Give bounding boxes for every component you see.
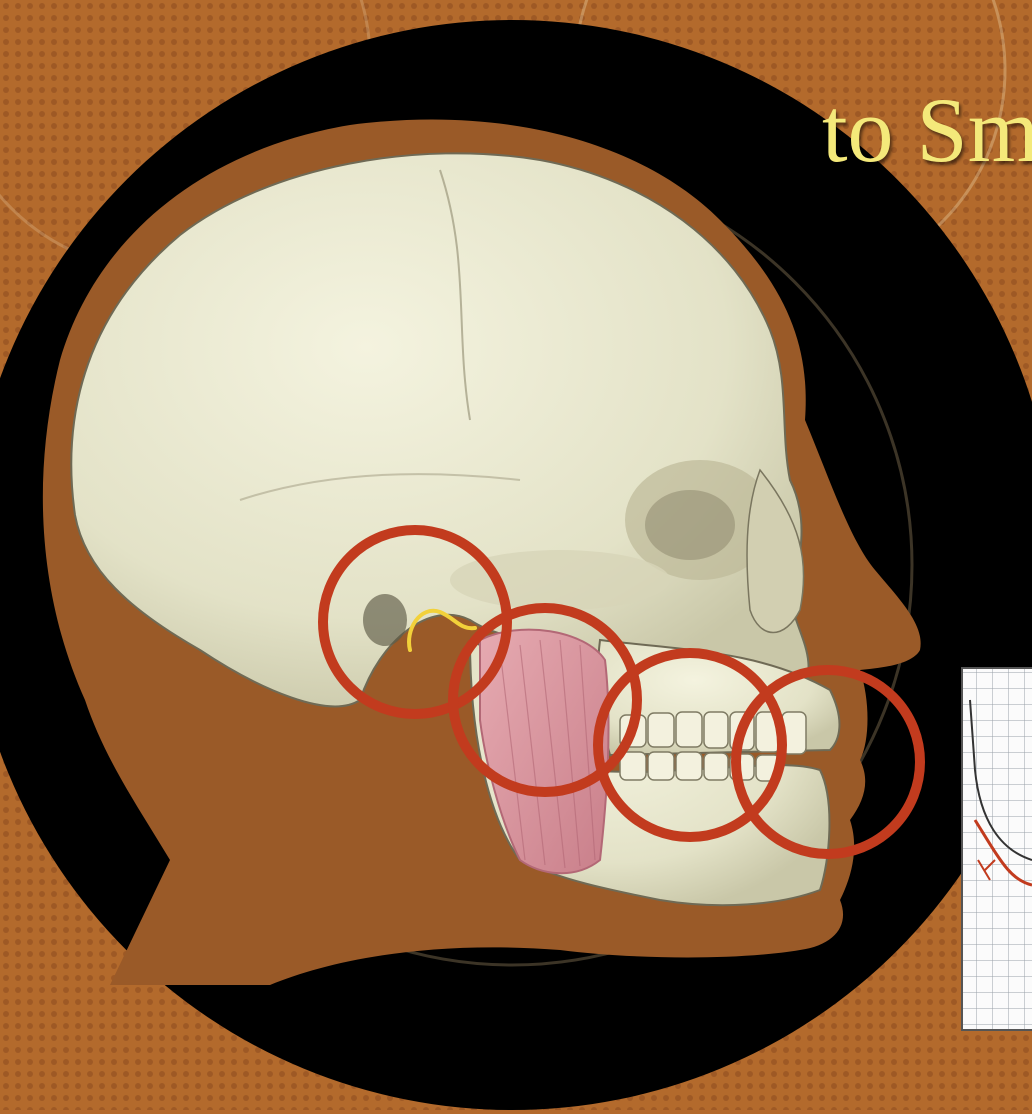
title-text: to Sm [822, 84, 1032, 176]
ear-canal [363, 594, 407, 646]
graph-paper-chart-fragment [962, 668, 1032, 1030]
orbit-shadow [645, 490, 735, 560]
